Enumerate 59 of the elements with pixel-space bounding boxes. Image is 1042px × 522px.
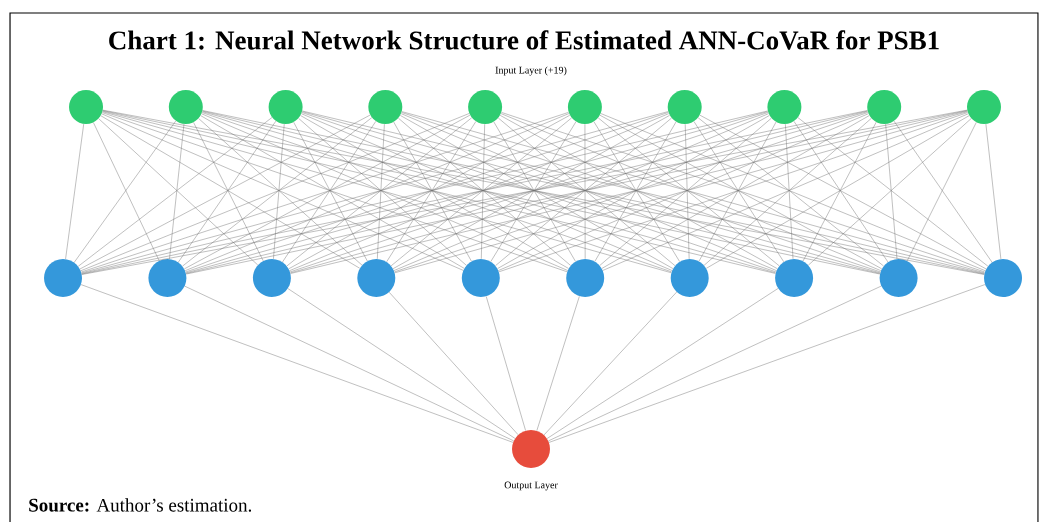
neuron-circle <box>984 259 1022 297</box>
connection-line <box>906 122 977 262</box>
neuron-circle <box>69 90 103 124</box>
neuron-circle <box>252 259 291 297</box>
connection-line <box>65 123 84 260</box>
connection-line <box>797 117 989 267</box>
connection-line <box>377 123 385 260</box>
connection-line <box>78 117 273 267</box>
neuron-circle <box>667 90 702 124</box>
connection-line <box>80 284 514 443</box>
connection-line <box>536 296 580 431</box>
connection-line <box>793 121 889 263</box>
connection-line <box>287 288 516 439</box>
connection-line <box>193 122 264 262</box>
neuron-circle <box>566 259 605 297</box>
neuron-circle <box>767 90 802 124</box>
layer-label: Output Layer <box>504 481 558 491</box>
connection-line <box>584 123 586 259</box>
connection-line <box>388 292 519 435</box>
connection-line <box>282 121 377 263</box>
connection-line <box>486 296 526 431</box>
connection-line <box>169 123 185 260</box>
connection-line <box>74 120 176 263</box>
connection-line <box>893 120 993 263</box>
neuron-circle <box>775 259 814 297</box>
connection-line <box>293 121 368 262</box>
connection-line <box>885 123 898 260</box>
connection-line <box>785 123 794 260</box>
connection-line <box>178 120 277 263</box>
neuron-circle <box>867 90 902 124</box>
connection-line <box>985 123 1002 260</box>
connection-line <box>685 123 690 260</box>
neuron-circle <box>670 259 709 297</box>
connection-line <box>93 122 160 261</box>
connection-line <box>808 118 972 266</box>
connection-line <box>184 285 514 442</box>
neuron-circle <box>44 259 82 297</box>
neuron-circle <box>879 259 918 297</box>
connection-line <box>548 284 986 443</box>
neuron-circle <box>357 259 396 297</box>
source-note: Source: Author’s estimation. <box>29 498 252 512</box>
neuron-circle <box>461 259 500 297</box>
neuron-circle <box>567 90 602 124</box>
connection-line <box>546 288 779 439</box>
connection-line <box>273 123 285 260</box>
neuron-circle <box>268 90 303 124</box>
connection-line <box>543 291 677 436</box>
neuron-circle <box>468 90 503 124</box>
chart-title: Chart 1: Neural Network Structure of Estimated ANN-CoVaR for PSB1 <box>109 30 939 50</box>
layer-label: Input Layer (+19) <box>495 66 567 76</box>
neuron-circle <box>512 430 550 468</box>
neuron-circle <box>368 90 403 124</box>
connection-line <box>481 123 485 260</box>
connection-line <box>98 118 258 266</box>
neuron-circle <box>168 90 203 124</box>
neuron-circle <box>148 259 187 297</box>
connection-line <box>548 285 882 442</box>
connection-line <box>802 122 877 262</box>
neuron-circle <box>967 90 1001 124</box>
